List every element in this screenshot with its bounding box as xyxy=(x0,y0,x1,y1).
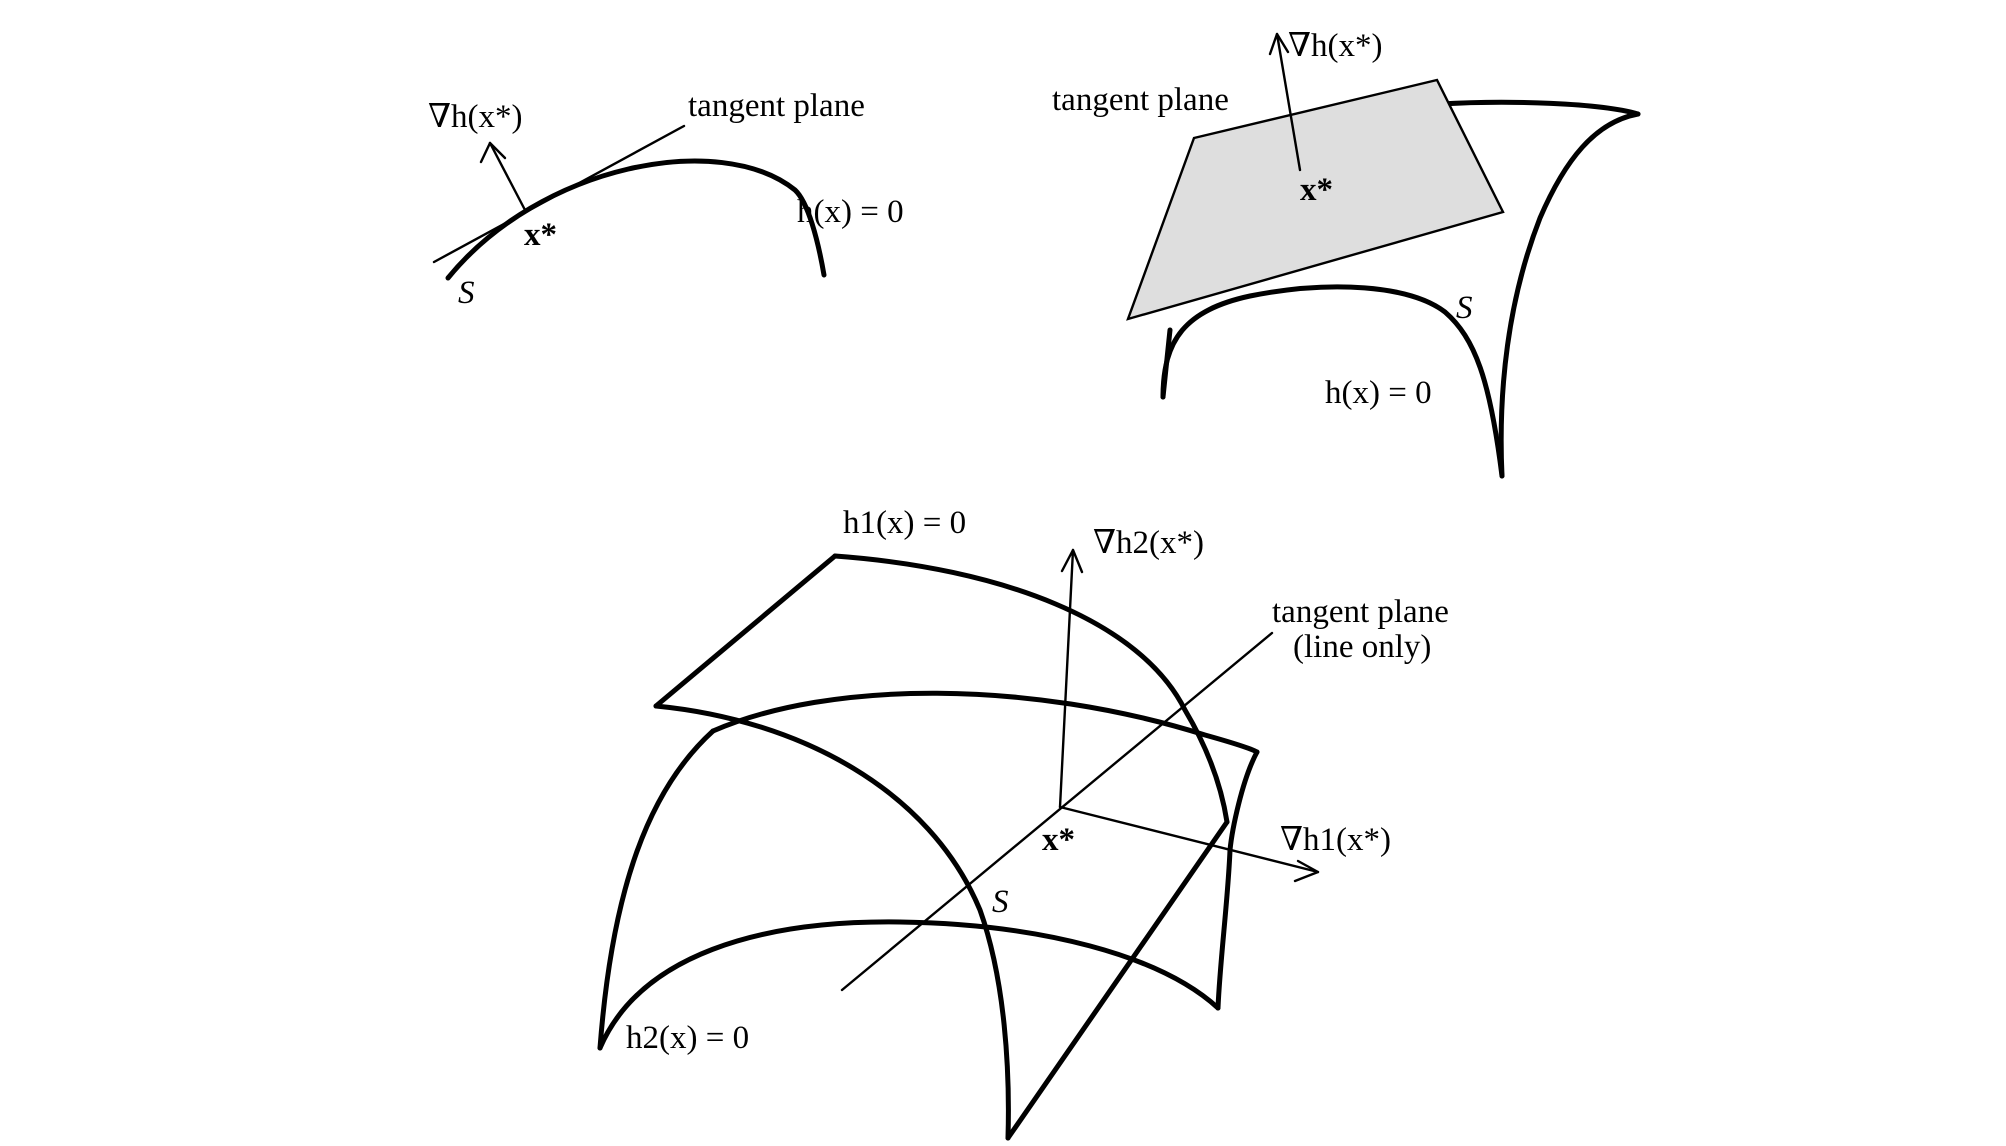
surface-back-edge-b xyxy=(1437,99,1641,117)
surface-label-a: S xyxy=(458,275,475,311)
constraint1-label: h1(x) = 0 xyxy=(843,505,966,541)
constraint-label-a: h(x) = 0 xyxy=(797,194,904,230)
h2-surface-bottom-edge xyxy=(597,919,1221,1051)
tangent-label-c-line1: tangent plane xyxy=(1272,594,1449,630)
constraint2-label: h2(x) = 0 xyxy=(626,1020,749,1056)
h2-surface-right-end xyxy=(1215,749,1260,1011)
constraint-label-b: h(x) = 0 xyxy=(1325,375,1432,411)
surface-right-edge-b xyxy=(1498,111,1641,479)
surface-label-b: S xyxy=(1456,290,1473,326)
gradient-arrow-h2 xyxy=(1058,548,1075,809)
tangent-plane-b xyxy=(1126,78,1505,321)
gradient-arrowhead-b xyxy=(1268,32,1290,56)
figure-b: ∇h(x*) tangent plane x* S h(x) = 0 xyxy=(1052,28,1641,479)
point-label-b: x* xyxy=(1300,172,1333,208)
point-label-a: x* xyxy=(524,217,557,253)
figure-a: ∇h(x*) tangent plane x* h(x) = 0 S xyxy=(428,88,904,311)
tangent-label-a: tangent plane xyxy=(688,88,865,124)
h1-surface-front-edge xyxy=(1005,819,1230,1141)
gradient-arrowhead-a xyxy=(479,141,507,164)
gradient-arrowhead-h1 xyxy=(1293,859,1320,883)
h1-surface-right-edge xyxy=(832,553,1230,825)
grad-label-a: ∇h(x*) xyxy=(428,99,523,135)
grad2-label: ∇h2(x*) xyxy=(1093,525,1204,561)
surface-front-edge-b xyxy=(1160,284,1505,479)
tangent-label-c-line2: (line only) xyxy=(1293,629,1431,665)
figure-c: h1(x) = 0 ∇h2(x*) tangent plane (line on… xyxy=(597,505,1449,1141)
gradient-arrow-a xyxy=(488,141,527,212)
h2-surface-top-edge xyxy=(710,690,1260,755)
constraint-curve-a xyxy=(445,158,827,281)
tangent-line-a xyxy=(432,124,686,264)
gradient-arrow-b xyxy=(1275,32,1302,172)
surface-label-c: S xyxy=(992,884,1009,920)
gradient-arrow-h1 xyxy=(1058,805,1320,874)
grad1-label: ∇h1(x*) xyxy=(1280,822,1391,858)
surface-left-edge-b xyxy=(1160,327,1173,400)
h2-surface-left-edge xyxy=(597,728,716,1051)
gradient-arrowhead-h2 xyxy=(1060,548,1084,574)
tangent-label-b: tangent plane xyxy=(1052,82,1229,118)
tangent-line-c xyxy=(840,631,1274,992)
h1-surface-back-edge xyxy=(653,553,838,709)
point-label-c: x* xyxy=(1042,822,1075,858)
grad-label-b: ∇h(x*) xyxy=(1288,28,1383,64)
